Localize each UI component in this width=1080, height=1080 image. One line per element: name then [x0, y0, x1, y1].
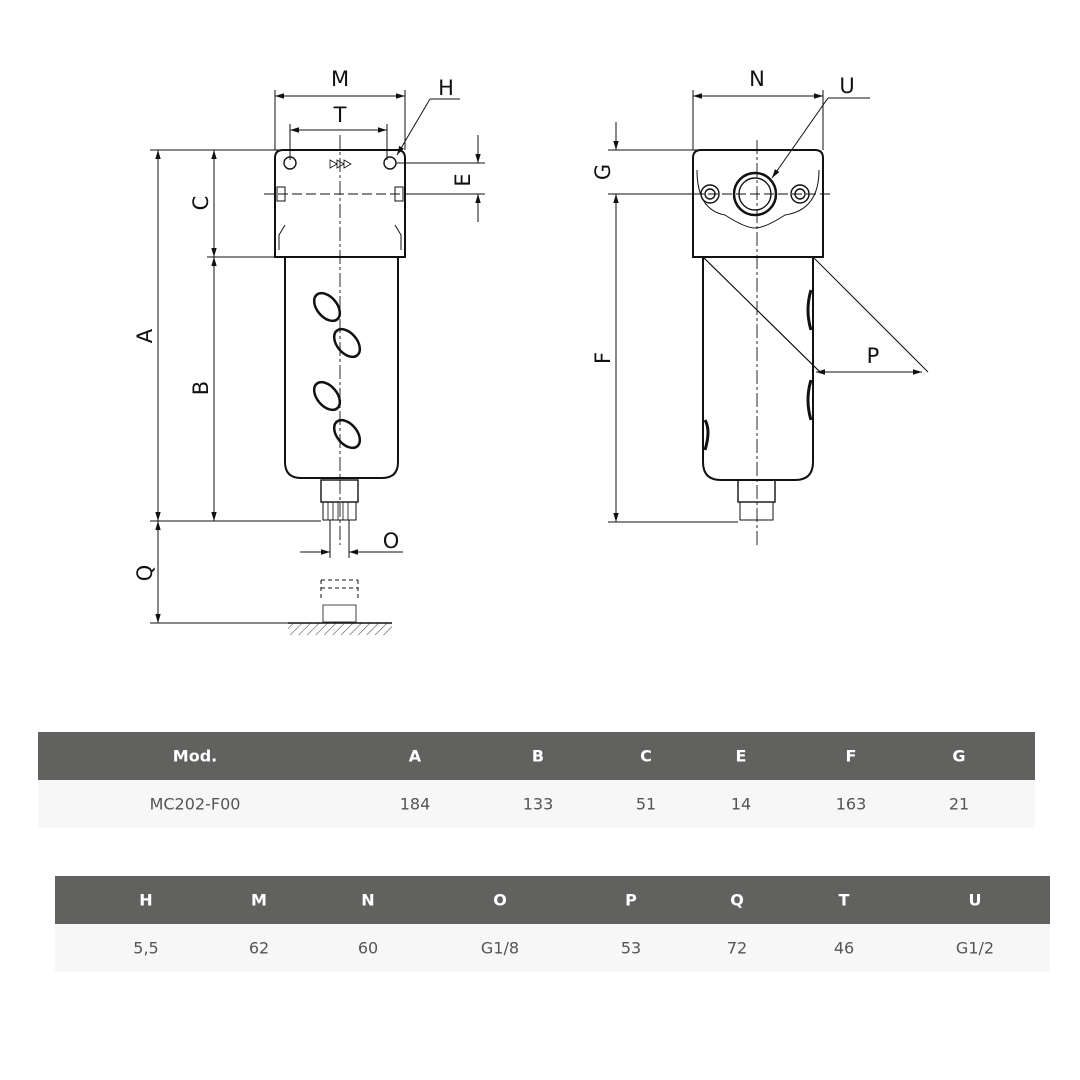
header-m: M [251, 890, 267, 910]
label-G: G [591, 164, 615, 180]
header-g: G [952, 746, 966, 766]
label-H: H [438, 76, 454, 100]
header-b: B [531, 746, 545, 766]
label-N: N [749, 67, 765, 91]
front-view [264, 135, 420, 635]
header-f: F [845, 746, 857, 766]
dimensions-table-1: Mod. A B C E F G MC202-F00 184 133 51 14… [38, 732, 1035, 828]
header-e: E [735, 746, 747, 766]
cell-c: 51 [635, 794, 657, 814]
cell-m: 62 [248, 938, 270, 958]
table-header: Mod. A B C E F G [38, 732, 1035, 780]
cell-q: 72 [726, 938, 748, 958]
cell-u: G1/2 [955, 938, 995, 958]
dimension-labels: M T H C E A B O Q N U G F P [133, 67, 879, 581]
side-dimensions [608, 90, 929, 523]
cell-o: G1/8 [480, 938, 520, 958]
cell-g: 21 [948, 794, 970, 814]
label-F: F [591, 352, 615, 364]
label-O: O [383, 529, 400, 553]
side-view [680, 140, 830, 545]
cell-b: 133 [522, 794, 554, 814]
header-c: C [640, 746, 652, 766]
header-h: H [139, 890, 153, 910]
label-E: E [451, 173, 475, 186]
header-u: U [968, 890, 982, 910]
header-o: O [493, 890, 507, 910]
label-A: A [133, 328, 157, 343]
cell-t: 46 [833, 938, 855, 958]
technical-drawing: M T H C E A B O Q N U G F P [133, 67, 929, 635]
label-U: U [839, 74, 854, 98]
cell-n: 60 [357, 938, 379, 958]
label-P: P [867, 344, 880, 368]
table-header: H M N O P Q T U [55, 876, 1050, 924]
label-T: T [333, 103, 347, 127]
dimensions-table-2: H M N O P Q T U 5,5 62 60 G1/8 53 72 46 … [55, 876, 1050, 972]
cell-a: 184 [399, 794, 431, 814]
front-dimensions [150, 90, 485, 624]
header-t: T [838, 890, 850, 910]
cell-mod: MC202-F00 [149, 794, 241, 814]
label-B: B [189, 381, 213, 395]
header-p: P [625, 890, 637, 910]
header-n: N [361, 890, 375, 910]
label-C: C [189, 196, 213, 211]
cell-p: 53 [620, 938, 642, 958]
header-q: Q [730, 890, 744, 910]
cell-e: 14 [730, 794, 752, 814]
label-Q: Q [133, 565, 157, 582]
cell-f: 163 [835, 794, 867, 814]
header-a: A [408, 746, 422, 766]
label-M: M [331, 67, 349, 91]
header-mod: Mod. [172, 746, 218, 766]
table-row: MC202-F00 184 133 51 14 163 21 [38, 780, 1035, 828]
cell-h: 5,5 [133, 938, 159, 958]
table-row: 5,5 62 60 G1/8 53 72 46 G1/2 [55, 924, 1050, 972]
